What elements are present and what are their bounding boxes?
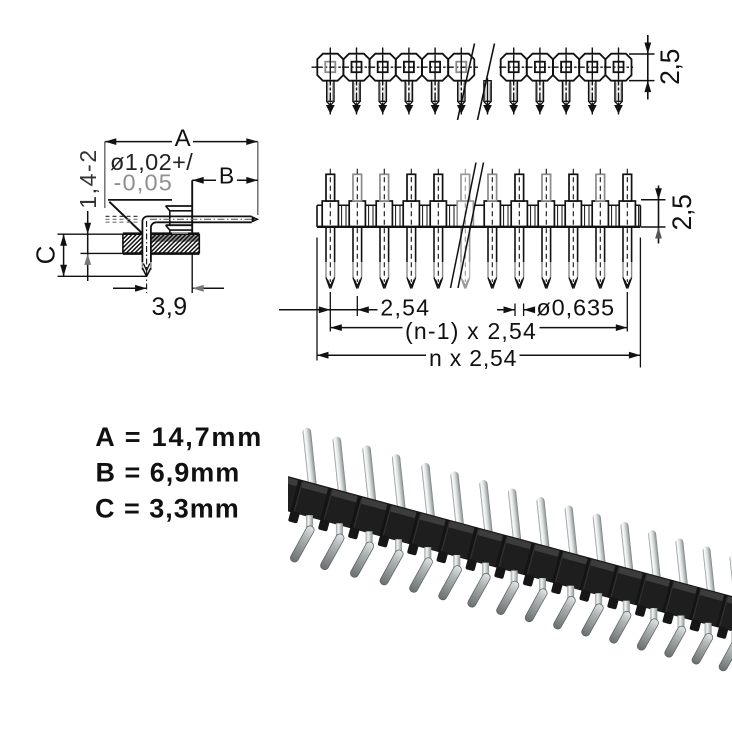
svg-text:C = 3,3mm: C = 3,3mm (95, 493, 240, 523)
svg-text:2,5: 2,5 (667, 194, 697, 230)
svg-text:1,4-2: 1,4-2 (75, 148, 101, 208)
svg-text:A = 14,7mm: A = 14,7mm (95, 422, 263, 452)
svg-text:A: A (175, 125, 191, 152)
svg-text:C: C (31, 246, 61, 265)
svg-text:B: B (219, 163, 234, 189)
svg-text:B = 6,9mm: B = 6,9mm (96, 458, 241, 488)
svg-text:(n-1) x 2,54: (n-1) x 2,54 (405, 318, 537, 344)
svg-text:ø1,02+/: ø1,02+/ (110, 149, 193, 175)
svg-text:2,5: 2,5 (655, 49, 685, 85)
svg-text:-0,05: -0,05 (114, 170, 174, 196)
svg-text:ø0,635: ø0,635 (536, 294, 615, 320)
svg-text:2,54: 2,54 (380, 294, 430, 320)
svg-text:n x 2,54: n x 2,54 (429, 345, 517, 371)
svg-text:3,9: 3,9 (151, 293, 187, 321)
